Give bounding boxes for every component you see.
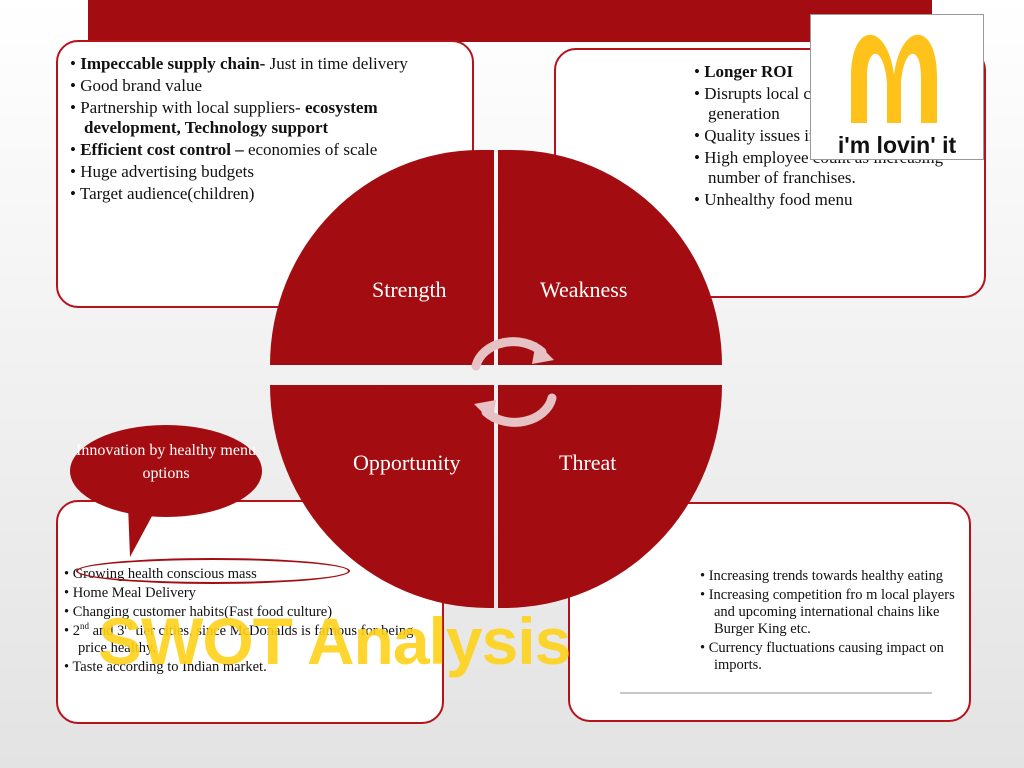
list-item: Huge advertising budgets: [70, 162, 458, 182]
swot-circle: Strength Weakness Opportunity Threat: [270, 150, 722, 608]
logo-tagline: i'm lovin' it: [838, 132, 957, 158]
list-item: Increasing competition fro m local playe…: [700, 587, 959, 638]
list-item: Efficient cost control – economies of sc…: [70, 140, 458, 160]
list-item: Home Meal Delivery: [64, 585, 432, 602]
list-item: Unhealthy food menu: [694, 190, 974, 210]
list-item: Good brand value: [70, 76, 458, 96]
golden-arches-icon: i'm lovin' it: [838, 34, 957, 158]
callout-tail: [128, 505, 158, 557]
threats-list: Increasing trends towards healthy eating…: [700, 568, 959, 674]
list-item: Impeccable supply chain- Just in time de…: [70, 54, 458, 74]
mcdonalds-logo: i'm lovin' it: [810, 14, 984, 160]
strength-quadrant: [270, 150, 494, 365]
strengths-list: Impeccable supply chain- Just in time de…: [70, 54, 458, 204]
opportunities-list: Growing health conscious mass Home Meal …: [64, 566, 432, 676]
highlight-ellipse: [76, 558, 350, 584]
threat-label: Threat: [559, 450, 617, 475]
list-item: Taste according to Indian market.: [64, 659, 432, 676]
list-item: Partnership with local suppliers- ecosys…: [70, 98, 458, 138]
strength-label: Strength: [372, 277, 447, 302]
list-item: Longer ROI: [694, 62, 974, 82]
swot-watermark-title: SWOT Analysis: [98, 604, 571, 678]
list-item: Increasing trends towards healthy eating: [700, 568, 959, 585]
opportunity-label: Opportunity: [353, 450, 461, 475]
top-banner: [88, 0, 932, 42]
cycle-arrows-icon: [471, 337, 557, 427]
divider-line: [620, 692, 932, 694]
list-item: Target audience(children): [70, 184, 458, 204]
list-item: Currency fluctuations causing impact on …: [700, 640, 959, 674]
innovation-callout: Innovation by healthy menu options: [70, 425, 262, 517]
list-item: 2nd and 3rd tier cities, since McDonalds…: [64, 622, 432, 657]
list-item: Changing customer habits(Fast food cultu…: [64, 604, 432, 621]
weakness-label: Weakness: [540, 277, 628, 302]
